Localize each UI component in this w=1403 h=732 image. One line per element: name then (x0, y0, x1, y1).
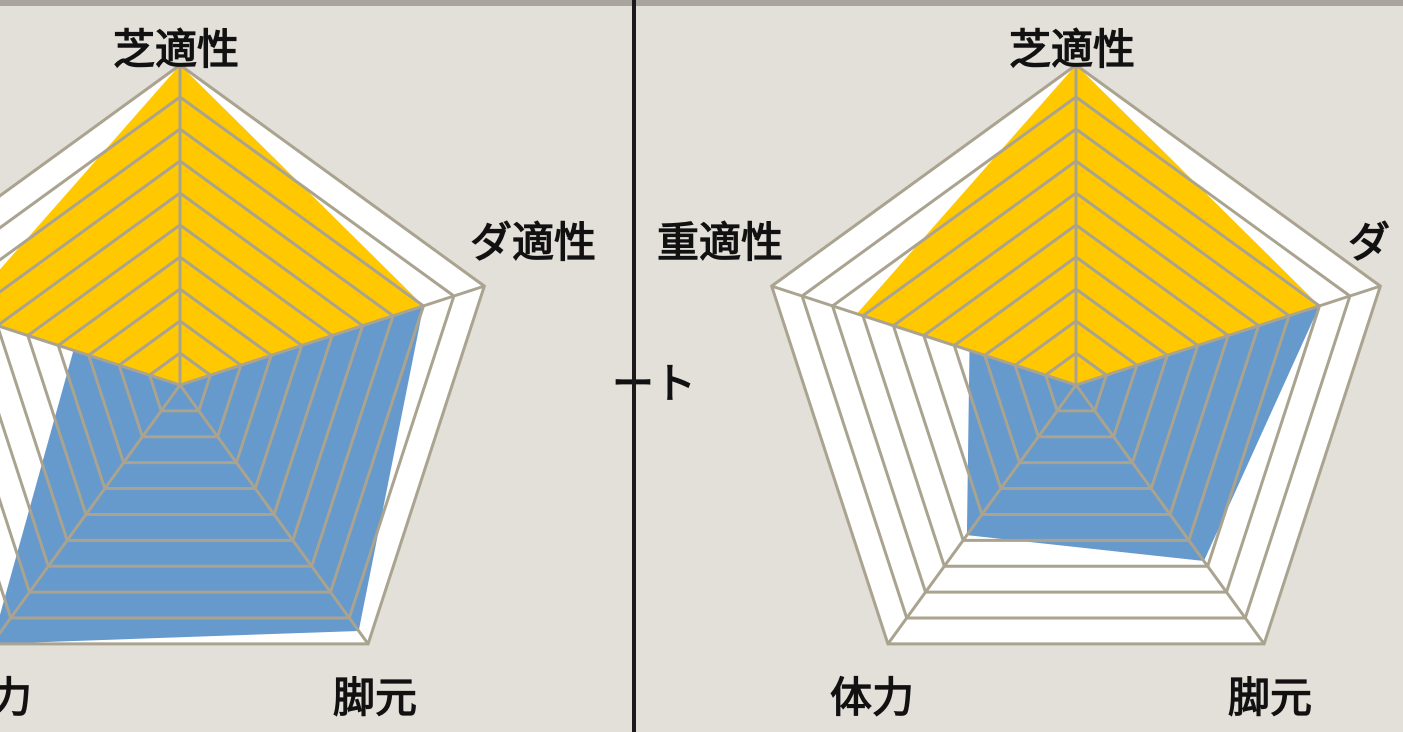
grid-spoke-5 (771, 284, 1077, 387)
grid-spoke-2 (179, 284, 485, 387)
axis-label-legs: 脚元 (333, 673, 417, 722)
axis-label-turf-2: 芝適性 (1009, 25, 1135, 74)
panel-divider (632, 0, 636, 732)
radar-chart-left (0, 63, 487, 646)
grid-ring-9 (800, 95, 1352, 620)
grid-spoke-4 (886, 384, 1078, 645)
axis-label-turf: 芝適性 (113, 25, 239, 74)
series-area-2 (856, 65, 1320, 385)
grid-ring-3 (86, 287, 274, 465)
grid-ring-1 (1043, 351, 1109, 413)
grid-ring-10 (0, 63, 487, 646)
grid-ring-4 (952, 255, 1200, 491)
grid-spoke-3 (1074, 384, 1266, 645)
grid-spoke-3 (178, 384, 370, 645)
axis-label-heavy-2: 重適性 (657, 218, 783, 267)
grid-spoke-4 (0, 384, 182, 636)
clipped-label: ート (612, 359, 696, 408)
axis-label-dirt: ダ適性 (470, 218, 596, 267)
grid-ring-1 (147, 351, 213, 413)
grid-spoke-2 (1075, 284, 1381, 387)
grid-ring-5 (922, 223, 1230, 516)
series-area-2 (0, 65, 424, 385)
grid-ring-8 (0, 127, 426, 594)
grid-ring-9 (0, 95, 456, 620)
axis-label-legs-2: 脚元 (1228, 673, 1312, 722)
grid-ring-6 (891, 191, 1261, 542)
axis-label-stamina-2: 体力 (830, 673, 914, 722)
grid-spoke-5 (0, 324, 181, 387)
grid-ring-7 (861, 159, 1291, 568)
grid-ring-4 (56, 255, 304, 491)
grid-ring-3 (982, 287, 1170, 465)
top-border (0, 0, 1403, 6)
grid-ring-7 (0, 159, 395, 568)
grid-ring-10 (769, 63, 1383, 646)
grid-ring-6 (0, 191, 365, 542)
grid-ring-5 (26, 223, 334, 516)
grid-ring-2 (117, 319, 243, 439)
radar-chart-right (769, 63, 1383, 646)
grid-ring-2 (1013, 319, 1139, 439)
axis-label-dirt-2: ダ (1348, 218, 1390, 267)
grid-ring-8 (830, 127, 1322, 594)
axis-label-stamina: 力 (0, 673, 32, 722)
